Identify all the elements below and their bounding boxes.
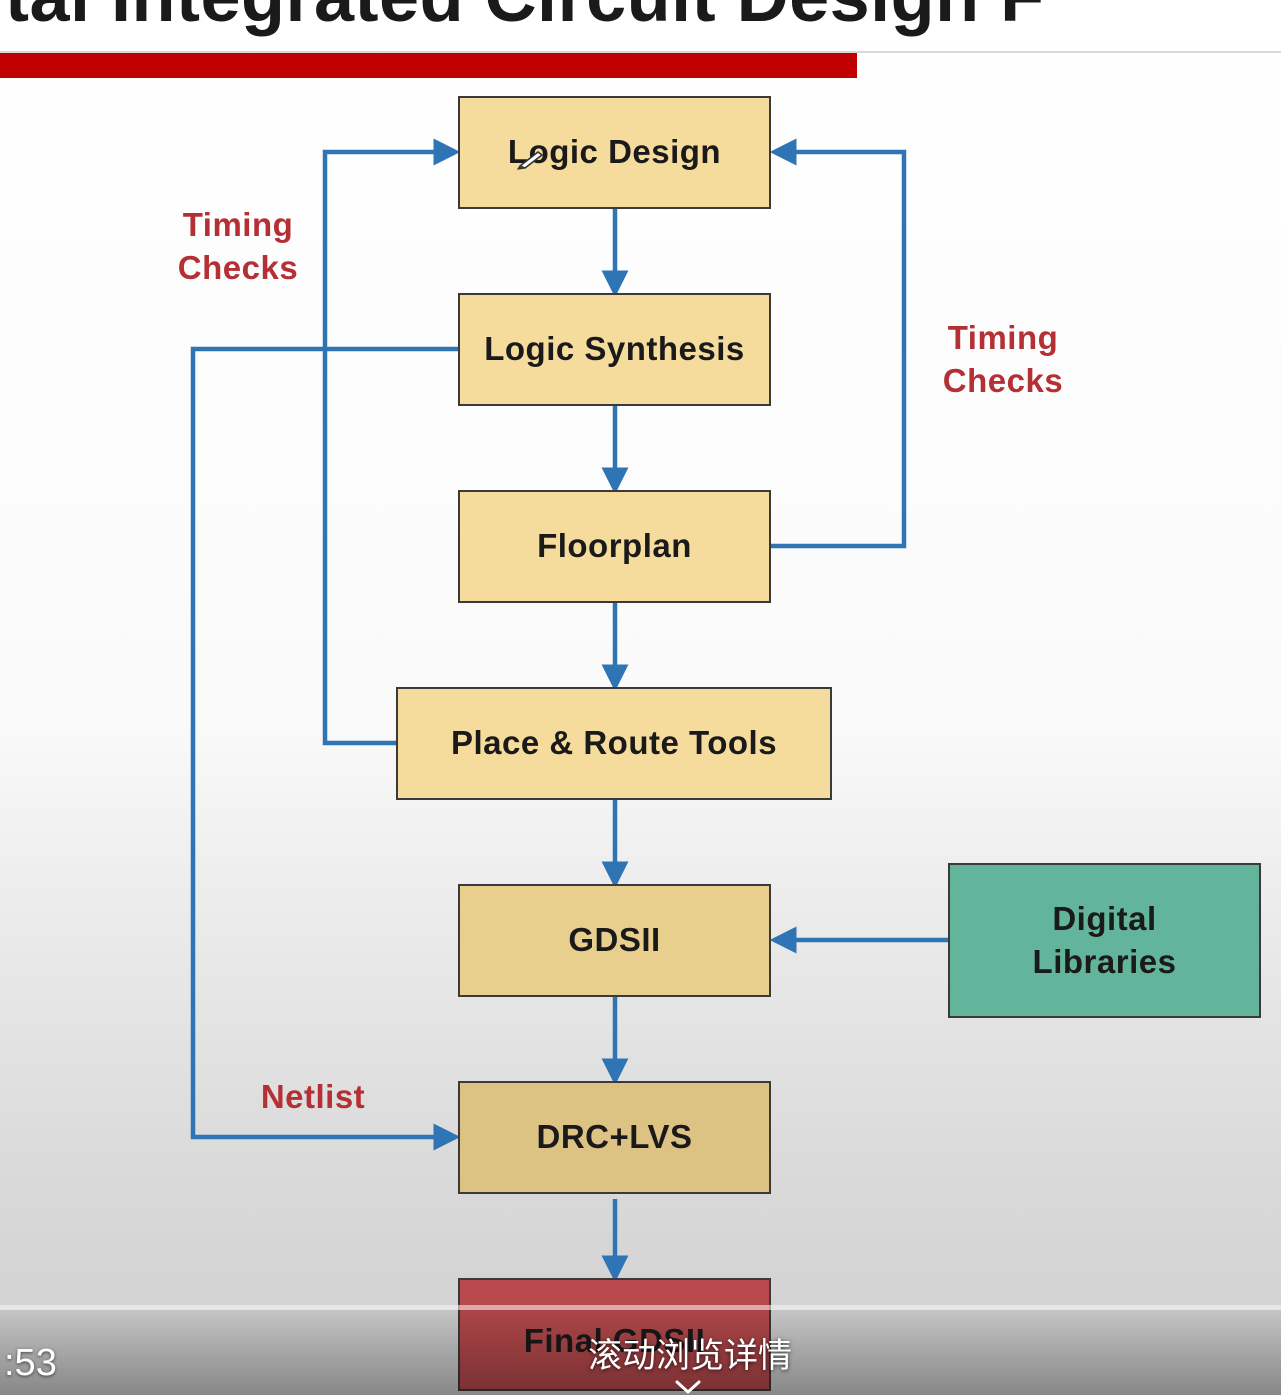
box-floorplan: Floorplan bbox=[458, 490, 771, 603]
pencil-icon bbox=[516, 151, 543, 170]
title-divider bbox=[0, 51, 1281, 53]
box-drc-lvs: DRC+LVS bbox=[458, 1081, 771, 1194]
arrow-netlist bbox=[190, 346, 461, 1151]
label-timing-checks-left: Timing Checks bbox=[177, 206, 299, 286]
arrow-timing-left bbox=[322, 138, 461, 746]
chevron-down-icon[interactable] bbox=[674, 1380, 702, 1395]
arrow-timing-right bbox=[769, 138, 907, 549]
box-digital-libraries: Digital Libraries bbox=[948, 863, 1261, 1018]
slide-title: gital Integrated Circuit Design F bbox=[0, 0, 1281, 38]
label-netlist: Netlist bbox=[260, 1078, 366, 1115]
player-overlay bbox=[0, 1305, 1281, 1395]
box-final-gdsii: Final GDSII bbox=[458, 1278, 771, 1391]
progress-bar[interactable] bbox=[0, 1305, 1281, 1310]
accent-bar bbox=[0, 53, 857, 78]
box-gdsii: GDSII bbox=[458, 884, 771, 997]
label-timing-checks-right: Timing Checks bbox=[942, 319, 1064, 399]
playback-time: :53 bbox=[4, 1342, 57, 1384]
box-place-route: Place & Route Tools bbox=[396, 687, 832, 800]
box-logic-design: Logic Design bbox=[458, 96, 771, 209]
scroll-details-hint[interactable]: 滚动浏览详情 bbox=[588, 1336, 792, 1376]
box-logic-synthesis: Logic Synthesis bbox=[458, 293, 771, 406]
